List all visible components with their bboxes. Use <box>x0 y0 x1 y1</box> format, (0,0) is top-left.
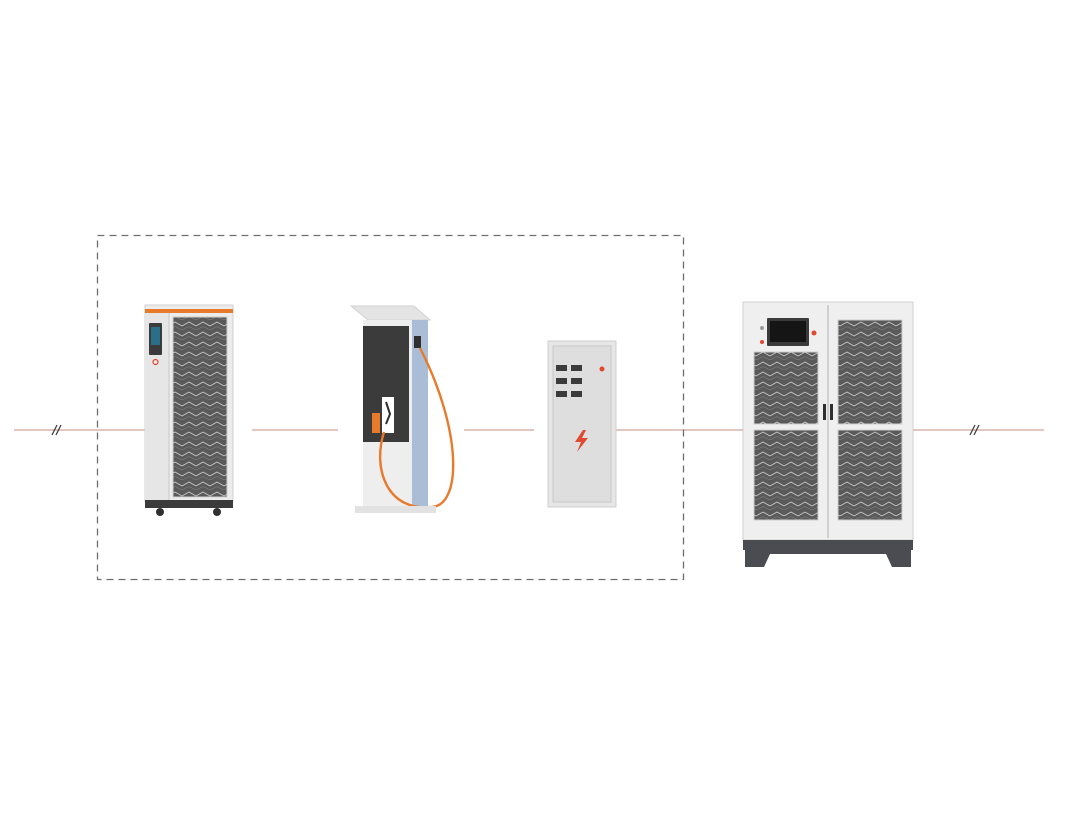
power-cabinet-icon <box>742 301 914 567</box>
battery-cabinet-icon <box>144 304 234 516</box>
distribution-box-icon <box>547 340 617 508</box>
break-mark-left <box>51 424 62 436</box>
dashed-boundary-group <box>96 234 685 581</box>
break-mark-right <box>969 424 980 436</box>
wire-layer <box>14 424 1044 436</box>
ev-charger-icon <box>349 305 455 513</box>
